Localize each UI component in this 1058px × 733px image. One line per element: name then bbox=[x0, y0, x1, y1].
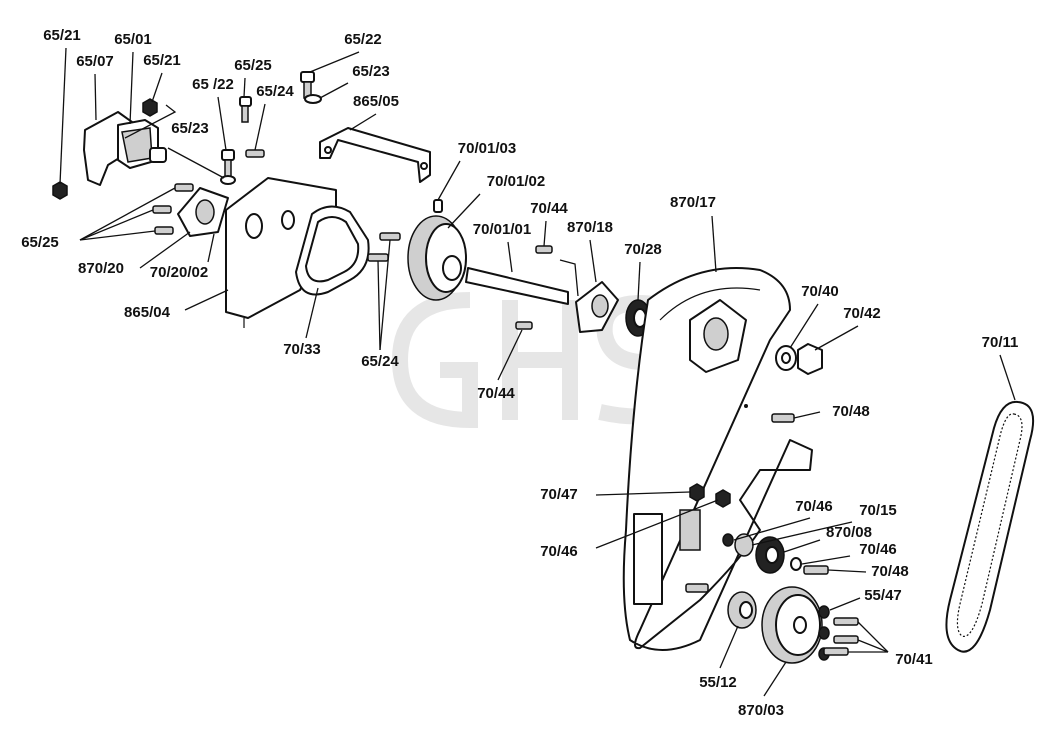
bracket-865-05 bbox=[319, 127, 431, 183]
screws-70-41 bbox=[823, 617, 859, 656]
part-label: 70/28 bbox=[624, 241, 662, 258]
part-label: 65/23 bbox=[171, 120, 209, 137]
part-label: 70/41 bbox=[895, 651, 933, 668]
part-label: 55/12 bbox=[699, 674, 737, 691]
part-label: 70/46 bbox=[795, 498, 833, 515]
key-70-01-03 bbox=[433, 199, 443, 213]
v-belt-70-11 bbox=[945, 400, 1034, 653]
bolt-65-24-top bbox=[245, 149, 265, 158]
bearing-plate-870-18 bbox=[575, 281, 619, 333]
bearing-housing-870-20 bbox=[177, 187, 229, 237]
nut-70-46-upper bbox=[715, 489, 731, 508]
part-label: 870/08 bbox=[826, 524, 872, 541]
part-label: 70/44 bbox=[477, 385, 515, 402]
part-label: 65/21 bbox=[43, 27, 81, 44]
part-label: 70/01/01 bbox=[473, 221, 531, 238]
screw-70-48-low bbox=[803, 565, 829, 575]
part-label: 70/46 bbox=[540, 543, 578, 560]
part-label: 55/47 bbox=[864, 587, 902, 604]
pulley-870-03 bbox=[761, 586, 823, 664]
part-label: 70/48 bbox=[871, 563, 909, 580]
part-label: 65/24 bbox=[256, 83, 294, 100]
part-label: 865/04 bbox=[124, 304, 171, 321]
part-label: 870/20 bbox=[78, 260, 124, 277]
plate-865-04 bbox=[225, 177, 337, 328]
part-label: 65/25 bbox=[234, 57, 272, 74]
part-label: 70/20/02 bbox=[150, 264, 208, 281]
part-label: 65/24 bbox=[361, 353, 399, 370]
part-label: 65/22 bbox=[344, 31, 382, 48]
part-label: 870/03 bbox=[738, 702, 784, 719]
bolts-65-25-left bbox=[152, 183, 194, 235]
part-label: 865/05 bbox=[353, 93, 399, 110]
bolts-65-24 bbox=[367, 232, 401, 262]
part-label: 65/07 bbox=[76, 53, 114, 70]
part-label: 70/47 bbox=[540, 486, 578, 503]
nut-70-47 bbox=[689, 483, 705, 502]
part-label: 65/21 bbox=[143, 52, 181, 69]
bolt-65-25-top bbox=[239, 96, 252, 123]
screw-70-44-bottom bbox=[515, 321, 533, 330]
washer-70-46-mid bbox=[722, 533, 734, 547]
nut-70-42 bbox=[797, 343, 823, 375]
idler-pulley-870-08 bbox=[755, 536, 785, 574]
washer-70-46-low bbox=[790, 557, 802, 571]
part-label: 70/01/02 bbox=[487, 173, 545, 190]
part-label: 70/33 bbox=[283, 341, 321, 358]
nut-65-21-top bbox=[142, 98, 158, 117]
part-label: 70/40 bbox=[801, 283, 839, 300]
nut-65-21-left bbox=[52, 181, 68, 200]
spacer-55-12 bbox=[727, 591, 757, 629]
part-label: 70/11 bbox=[982, 334, 1019, 351]
belt-cover-870-17 bbox=[622, 267, 813, 651]
part-label: 70/15 bbox=[859, 502, 897, 519]
part-label: 65/23 bbox=[352, 63, 390, 80]
leader-lines bbox=[59, 47, 1016, 697]
part-label: 70/01/03 bbox=[458, 140, 516, 157]
toothed-pulley-70-01-02 bbox=[407, 215, 467, 301]
drive-belt-70-33 bbox=[295, 205, 370, 296]
screw-70-48-top bbox=[744, 404, 795, 423]
washer-65-23-b bbox=[304, 94, 322, 104]
part-label: 870/18 bbox=[567, 219, 613, 236]
washer-65-23-a bbox=[220, 175, 236, 185]
gearbox-housing-65-07 bbox=[83, 111, 167, 186]
shaft-70-01-01 bbox=[465, 267, 569, 305]
part-label: 70/42 bbox=[843, 305, 881, 322]
bolt-cover-lower bbox=[685, 583, 709, 593]
bolt-65-22-a bbox=[221, 149, 235, 179]
part-label: 65/01 bbox=[114, 31, 152, 48]
part-label: 65/25 bbox=[21, 234, 59, 251]
part-label: 70/46 bbox=[859, 541, 897, 558]
part-label: 70/48 bbox=[832, 403, 870, 420]
part-label: 65 /22 bbox=[192, 76, 234, 93]
part-label: 70/44 bbox=[530, 200, 568, 217]
washer-70-40 bbox=[775, 345, 797, 371]
screw-70-44-top bbox=[535, 245, 553, 254]
part-label: 870/17 bbox=[670, 194, 716, 211]
